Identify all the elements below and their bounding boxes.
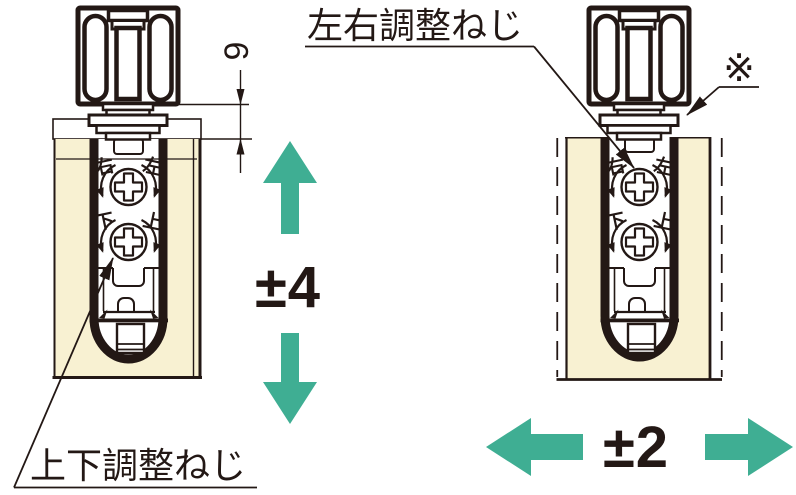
caption-up-down-screw: 上下調整ねじ	[30, 445, 246, 486]
figure-vertical-adjustment: 9 上下調整ねじ ±4	[13, 8, 321, 489]
leader-to-mount-plate	[686, 86, 720, 116]
adjust-left-arrow-icon	[486, 418, 583, 476]
adjust-up-arrow-icon	[263, 141, 317, 234]
adjust-right-arrow-icon	[705, 418, 793, 476]
caption-left-right-screw: 左右調整ねじ	[307, 5, 523, 46]
leader-to-lower-screw	[13, 257, 114, 488]
vertical-adjust-range: ±4	[255, 255, 321, 320]
dimension-gap: 9	[178, 42, 256, 173]
figure-lateral-adjustment: ※ 左右調整ねじ ±2	[305, 5, 793, 480]
note-reference-mark: ※	[723, 48, 755, 90]
hanger-slot	[113, 138, 144, 155]
lateral-adjust-range: ±2	[603, 415, 669, 480]
adjust-down-arrow-icon	[263, 333, 317, 424]
dimension-value: 9	[218, 42, 256, 61]
leader-to-upper-screw	[533, 45, 635, 169]
